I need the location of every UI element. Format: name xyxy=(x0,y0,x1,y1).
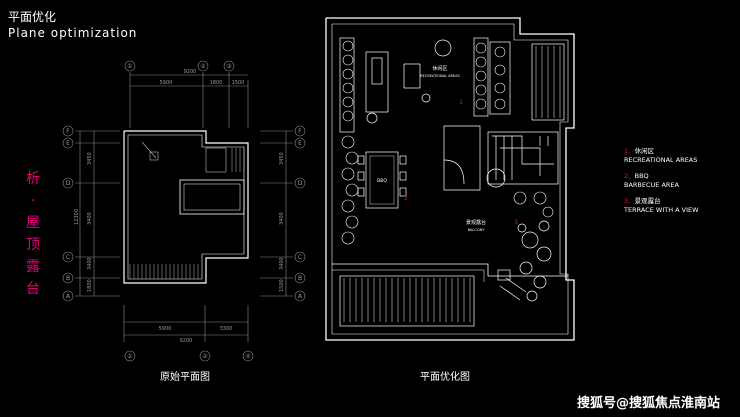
coffee-table xyxy=(403,63,421,89)
page-subtitle: Plane optimization xyxy=(8,26,138,40)
grid-col-label: ① xyxy=(127,63,132,70)
grid-row-label: E xyxy=(298,140,302,147)
page-title: 平面优化 xyxy=(8,10,57,24)
grid-col-label: ④ xyxy=(245,353,250,360)
dim-label: 1800 xyxy=(210,80,223,86)
grid-row-label: B xyxy=(298,275,302,282)
grid-row-label: A xyxy=(66,293,71,300)
marker-1: 1 xyxy=(459,99,463,106)
side-title-char: 屋 xyxy=(26,215,40,231)
grid-col-label: ② xyxy=(200,63,206,70)
dim-label: 5900 xyxy=(159,326,172,332)
legend-item-2: 2、BBQ xyxy=(624,172,649,180)
dim-label: 12300 xyxy=(74,209,80,225)
grid-row-label: C xyxy=(298,254,302,261)
room-label: BALCONY xyxy=(468,228,486,232)
grid-row-label: D xyxy=(66,180,71,187)
marker-2: 2 xyxy=(404,195,408,202)
dim-label: 3450 xyxy=(279,152,285,165)
dim-label: 3400 xyxy=(279,257,285,270)
sofa xyxy=(365,51,389,113)
stairwell xyxy=(487,131,559,185)
dim-label: 3450 xyxy=(87,152,93,165)
grid-col-label: ② xyxy=(202,353,208,360)
dim-label: 9200 xyxy=(184,69,197,75)
grid-bubble xyxy=(223,60,235,72)
watermark: 搜狐号@搜狐焦点淮南站 xyxy=(576,396,720,411)
grid-col-label: ③ xyxy=(226,63,231,70)
side-title-char: · xyxy=(30,193,36,209)
dim-label: 1800 xyxy=(87,279,93,292)
grid-row-label: E xyxy=(66,140,70,147)
side-title-char: 析 xyxy=(26,171,40,187)
dim-label: 9200 xyxy=(180,338,193,344)
room-label: BBQ xyxy=(377,178,387,184)
dim-label: 1500 xyxy=(279,279,285,292)
side-title-char: 露 xyxy=(26,259,40,275)
marker-3: 3 xyxy=(514,219,518,226)
legend-item-3: 3、景观露台 xyxy=(624,197,661,205)
original-outline xyxy=(123,130,249,284)
caption-optimized: 平面优化图 xyxy=(420,372,470,383)
room-label: 休闲区 xyxy=(432,65,447,72)
side-title-char: 台 xyxy=(26,281,40,297)
grid-row-label: F xyxy=(66,128,70,135)
room-label: 景观露台 xyxy=(466,219,486,226)
grid-row-label: C xyxy=(66,254,70,261)
lounge-chair xyxy=(434,39,452,57)
legend-item-3-en: TERRACE WITH A VIEW xyxy=(624,206,699,214)
dim-label: 3400 xyxy=(279,212,285,225)
legend-item-2-en: BARBECUE AREA xyxy=(624,181,679,189)
optimized-outline xyxy=(325,17,575,341)
room-label: RECREATIONAL AREAS xyxy=(420,74,460,78)
side-title: 析 · 屋 顶 露 台 xyxy=(24,168,42,300)
dim-label: 5900 xyxy=(160,80,173,86)
caption-original: 原始平面图 xyxy=(160,372,210,383)
grid-row-label: F xyxy=(298,128,302,135)
grid-row-label: B xyxy=(66,275,70,282)
grid-row-label: A xyxy=(298,293,303,300)
dim-label: 3300 xyxy=(220,326,233,332)
legend-item-1-en: RECREATIONAL AREAS xyxy=(624,156,698,164)
dim-label: 1500 xyxy=(232,80,245,86)
dim-label: 3400 xyxy=(87,257,93,270)
grid-col-label: ① xyxy=(127,353,132,360)
side-title-char: 顶 xyxy=(26,237,40,253)
legend-item-1: 1、休闲区 xyxy=(624,147,655,155)
grid-bubble xyxy=(124,60,136,72)
bbq-table xyxy=(365,151,399,209)
grid-row-label: D xyxy=(298,180,303,187)
stair-block xyxy=(179,179,245,215)
dim-label: 3400 xyxy=(87,212,93,225)
grid-bubble xyxy=(197,60,209,72)
